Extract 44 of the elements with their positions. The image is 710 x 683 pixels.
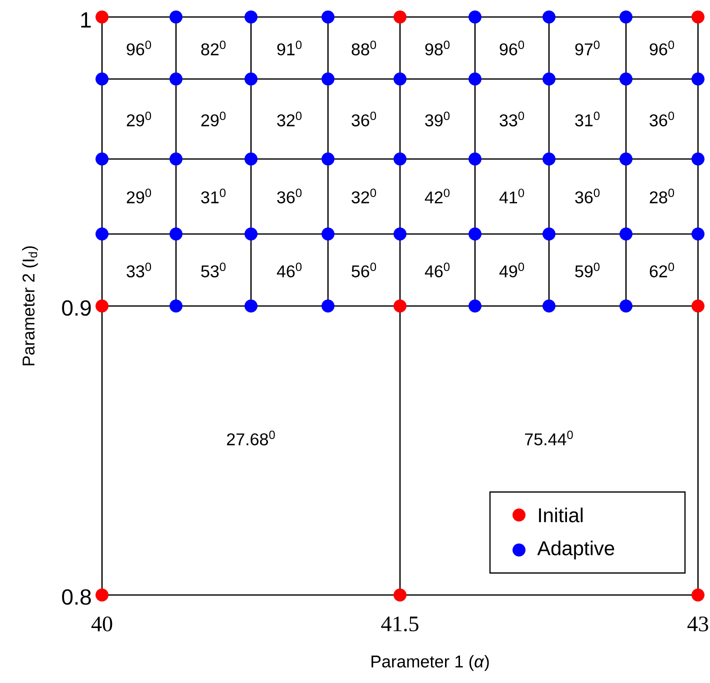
axis-title: Parameter 1 (α) bbox=[372, 655, 489, 671]
tick-label: 0.8 bbox=[62, 589, 91, 605]
cell-value: 53$^{0}$ bbox=[201, 262, 226, 278]
cell-value: 33$^{0}$ bbox=[126, 262, 152, 278]
cell-value: 49$^{0}$ bbox=[499, 262, 524, 278]
cell-value: 29$^{0}$ bbox=[201, 112, 226, 126]
cell-value: 46$^{0}$ bbox=[424, 262, 450, 278]
legend-label: Initial bbox=[539, 508, 583, 522]
cell-value: 75.44$^{0}$ bbox=[525, 430, 573, 446]
cell-value: 31$^{0}$ bbox=[575, 112, 600, 126]
cell-value: 32$^{0}$ bbox=[277, 112, 302, 126]
cell-value: 96$^{0}$ bbox=[650, 40, 674, 56]
cell-value: 29$^{0}$ bbox=[126, 112, 152, 126]
cell-value: 36$^{0}$ bbox=[352, 112, 376, 126]
cell-value: 96$^{0}$ bbox=[500, 40, 524, 56]
cell-value: 97$^{0}$ bbox=[575, 40, 600, 56]
axis-title: Parameter 2 (I$_{d}$) bbox=[22, 246, 38, 366]
legend-label: Adaptive bbox=[537, 540, 614, 560]
tick-label: 43 bbox=[687, 616, 708, 632]
cell-value: 59$^{0}$ bbox=[575, 262, 600, 278]
cell-value: 39$^{0}$ bbox=[425, 112, 450, 126]
cell-value: 33$^{0}$ bbox=[500, 112, 524, 126]
cell-value: 46$^{0}$ bbox=[276, 262, 302, 278]
cell-value: 96$^{0}$ bbox=[126, 40, 152, 56]
cell-value: 36$^{0}$ bbox=[575, 188, 600, 204]
cell-value: 29$^{0}$ bbox=[126, 188, 152, 204]
cell-value: 31$^{0}$ bbox=[201, 188, 226, 204]
cell-value: 36$^{0}$ bbox=[650, 112, 674, 126]
cell-value: 91$^{0}$ bbox=[277, 40, 302, 56]
cell-value: 28$^{0}$ bbox=[650, 188, 674, 204]
cell-value: 98$^{0}$ bbox=[425, 40, 450, 56]
cell-value: 62$^{0}$ bbox=[650, 262, 674, 278]
cell-value: 42$^{0}$ bbox=[424, 188, 450, 204]
cell-value: 36$^{0}$ bbox=[277, 188, 302, 204]
cell-value: 27.68$^{0}$ bbox=[227, 430, 275, 446]
cell-value: 32$^{0}$ bbox=[352, 188, 376, 204]
cell-value: 56$^{0}$ bbox=[352, 262, 376, 278]
cell-value: 82$^{0}$ bbox=[201, 40, 226, 56]
tick-label: 1 bbox=[81, 12, 91, 28]
tick-label: 41.5 bbox=[381, 616, 418, 632]
tick-label: 40 bbox=[91, 616, 112, 632]
cell-value: 88$^{0}$ bbox=[352, 40, 376, 56]
cell-value: 41$^{0}$ bbox=[499, 188, 524, 204]
tick-label: 0.9 bbox=[62, 300, 91, 316]
